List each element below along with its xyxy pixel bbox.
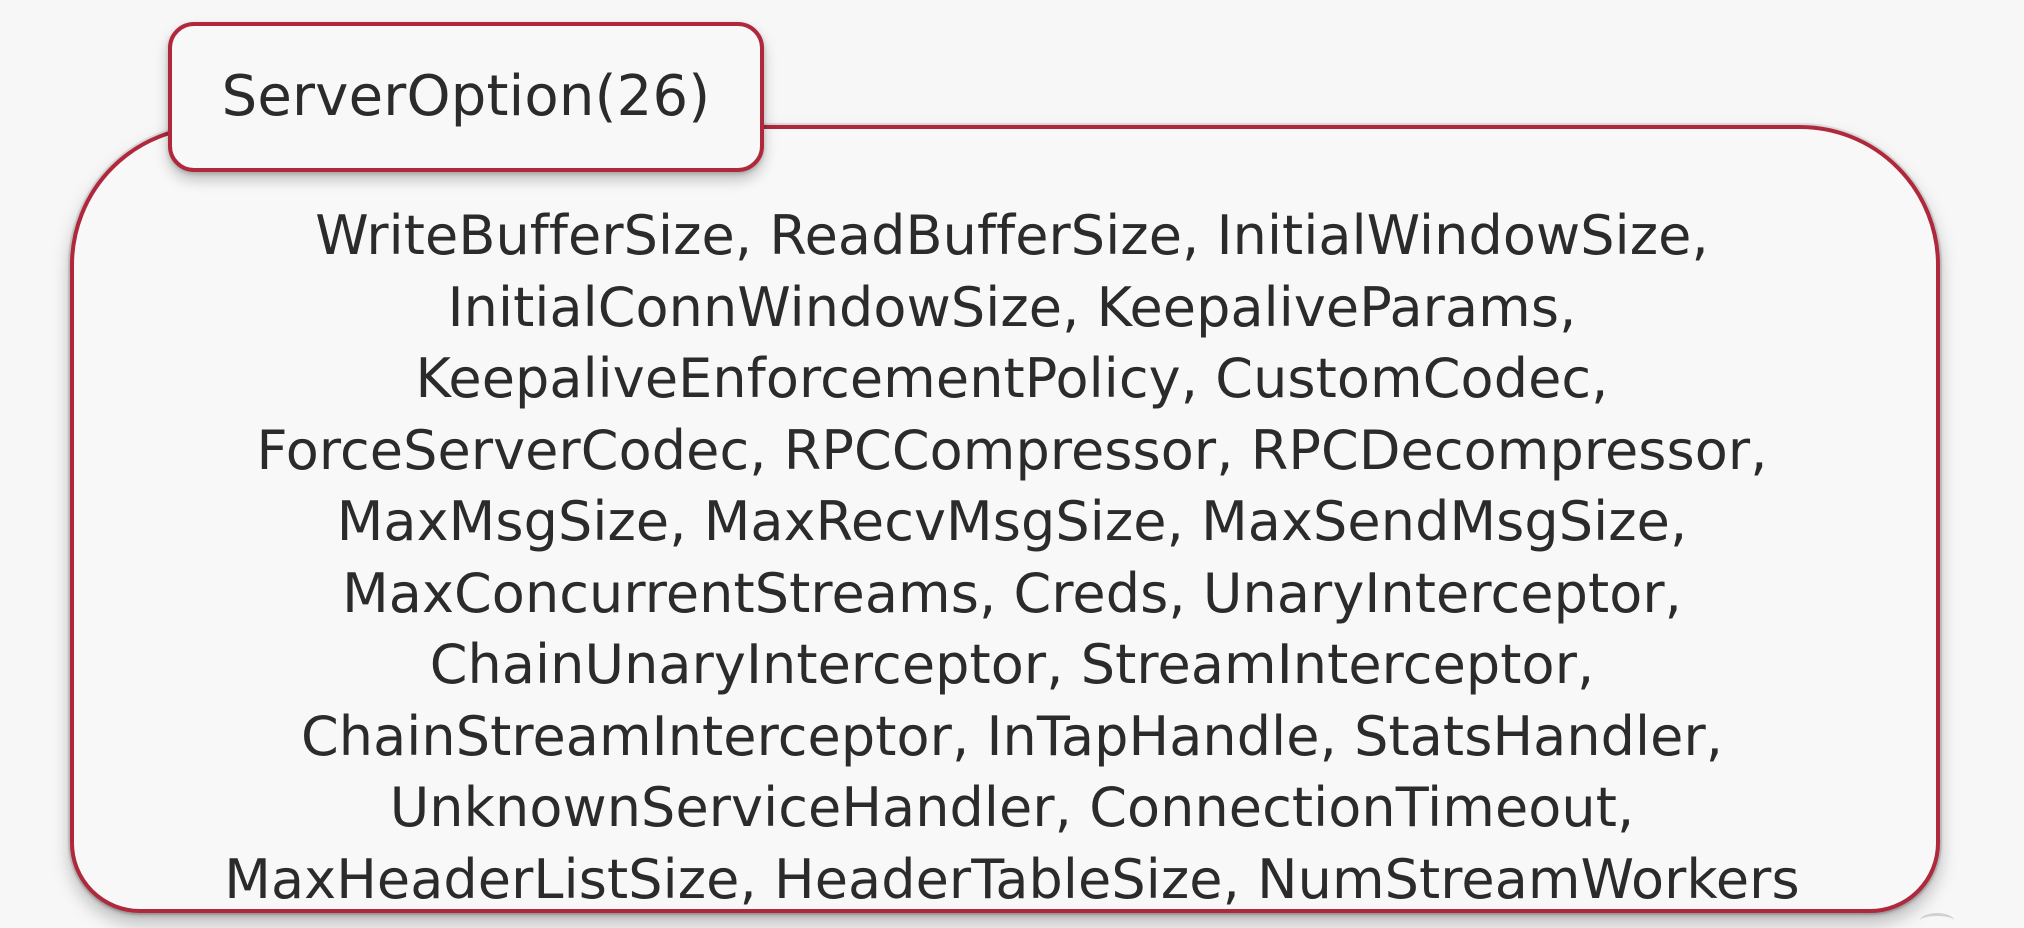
server-option-line-2: InitialConnWindowSize, KeepaliveParams, (447, 275, 1577, 339)
server-option-list: WriteBufferSize, ReadBufferSize, Initial… (0, 200, 2024, 915)
server-option-title: ServerOption(26) (221, 64, 711, 129)
server-option-line-6: MaxConcurrentStreams, Creds, UnaryInterc… (342, 561, 1682, 625)
server-option-line-1: WriteBufferSize, ReadBufferSize, Initial… (315, 204, 1709, 267)
server-option-card (70, 125, 1940, 913)
server-option-line-5: MaxMsgSize, MaxRecvMsgSize, MaxSendMsgSi… (336, 490, 1688, 553)
server-option-line-3: KeepaliveEnforcementPolicy, CustomCodec, (415, 347, 1609, 410)
server-option-line-9: UnknownServiceHandler, ConnectionTimeout… (389, 776, 1635, 839)
server-option-line-10: MaxHeaderListSize, HeaderTableSize, NumS… (224, 847, 1800, 911)
server-option-line-4: ForceServerCodec, RPCCompressor, RPCDeco… (256, 418, 1768, 482)
adjacent-shape-edge (1920, 913, 1954, 928)
server-option-title-tab: ServerOption(26) (168, 22, 764, 172)
server-option-line-8: ChainStreamInterceptor, InTapHandle, Sta… (300, 704, 1724, 768)
server-option-line-7: ChainUnaryInterceptor, StreamInterceptor… (429, 633, 1595, 696)
